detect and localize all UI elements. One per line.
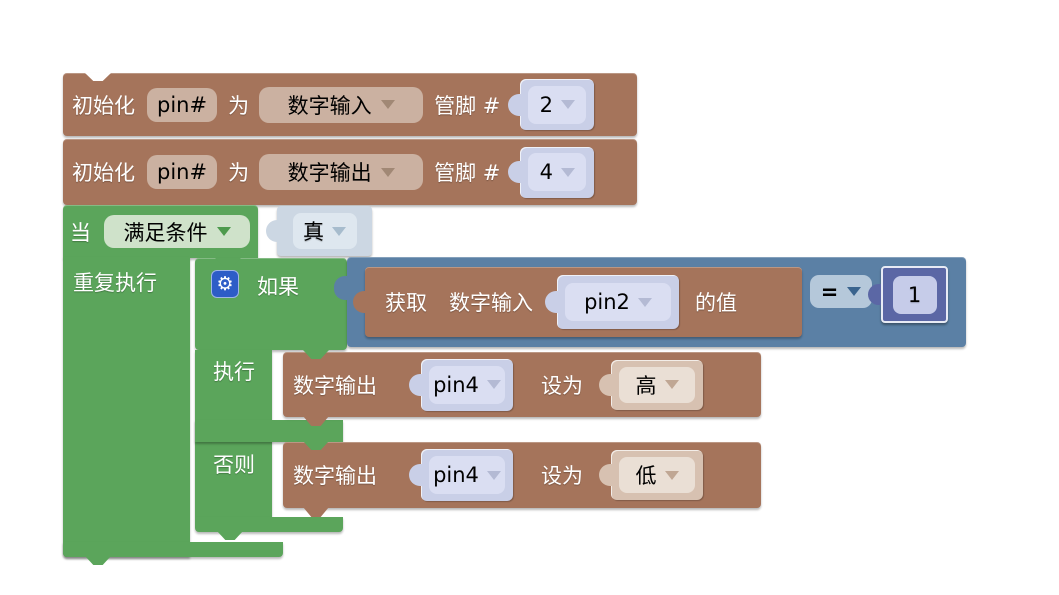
condition-dropdown[interactable]: 满足条件 [104, 215, 250, 248]
pin-number-value: 4 [539, 160, 554, 184]
number-one-block[interactable]: 1 [868, 266, 948, 323]
dropdown-triangle-icon [380, 100, 395, 109]
set-output-low-block[interactable]: 数字输出 pin4 设为 低 [283, 442, 761, 508]
init-digital-input-block[interactable]: 初始化 pin# 为 数字输入 管脚 # 2 [63, 73, 637, 136]
level-value: 低 [635, 464, 657, 488]
get-label: 获取 [385, 291, 427, 315]
mode-label: 数字输出 [293, 373, 377, 398]
pin-number-shadow-block[interactable]: 2 [520, 79, 595, 130]
pin-number-value: 2 [539, 92, 554, 117]
dropdown-triangle-icon [486, 380, 501, 389]
repeat-block-bottom-edge [63, 542, 283, 557]
left-socket-tab [353, 291, 366, 313]
left-socket-tab [334, 276, 348, 300]
init-label: 初始化 [72, 93, 135, 118]
dropdown-triangle-icon [664, 470, 679, 480]
pin-label: 管脚 # [434, 161, 501, 185]
pin-variable-value: pin4 [433, 372, 479, 397]
variable-field[interactable]: pin# [147, 87, 218, 122]
dropdown-triangle-icon [216, 227, 231, 236]
dropdown-triangle-icon [847, 287, 862, 296]
repeat-block-left-column[interactable] [63, 257, 190, 557]
level-shadow-block[interactable]: 高 [611, 359, 703, 410]
repeat-label: 重复执行 [73, 271, 157, 295]
else-label: 否则 [213, 453, 255, 477]
statement-tab [303, 350, 329, 359]
variable-field[interactable]: pin# [147, 155, 218, 189]
do-label: 执行 [213, 360, 255, 384]
mode-label: 数字输入 [449, 291, 533, 315]
top-notch [85, 73, 111, 81]
mode-dropdown[interactable]: 数字输入 [259, 86, 424, 123]
init-digital-output-block[interactable]: 初始化 pin# 为 数字输出 管脚 # 4 [63, 139, 637, 205]
mode-dropdown[interactable]: 数字输出 [259, 154, 424, 190]
bottom-tab [303, 507, 329, 517]
gear-icon[interactable] [211, 270, 239, 298]
bottom-tab [303, 416, 329, 426]
set-label: 设为 [541, 464, 583, 488]
get-digital-input-block[interactable]: 获取 数字输入 pin2 的值 [353, 267, 802, 337]
dropdown-triangle-icon [486, 470, 501, 480]
if-block-header[interactable]: 如果 [195, 258, 347, 350]
dropdown-triangle-icon [664, 380, 679, 389]
as-label: 为 [228, 161, 250, 185]
when-repeat-block-header[interactable]: 当 满足条件 [63, 205, 258, 258]
statement-tab [215, 258, 241, 266]
pin-variable-shadow-block[interactable]: pin4 [421, 449, 513, 501]
as-label: 为 [228, 93, 250, 118]
pin-label: 管脚 # [434, 93, 501, 118]
when-label: 当 [70, 220, 91, 245]
if-block-bottom-edge [195, 517, 343, 532]
left-socket-tab [868, 284, 881, 305]
dropdown-triangle-icon [561, 100, 576, 109]
set-label: 设为 [541, 373, 583, 398]
operator-dropdown[interactable]: = [810, 275, 872, 308]
mode-label: 数字输出 [293, 464, 377, 488]
boolean-value: 真 [303, 220, 324, 244]
pin-variable-value: pin2 [584, 290, 630, 314]
pin-variable-shadow-block[interactable]: pin4 [421, 358, 513, 411]
dropdown-triangle-icon [637, 297, 652, 307]
pin-number-shadow-block[interactable]: 4 [520, 146, 595, 198]
level-shadow-block[interactable]: 低 [611, 450, 703, 500]
bottom-tab [217, 531, 243, 540]
set-output-high-block[interactable]: 数字输出 pin4 设为 高 [283, 352, 761, 417]
level-value: 高 [635, 373, 657, 398]
compare-block[interactable]: 获取 数字输入 pin2 的值 = 1 [334, 257, 966, 347]
dropdown-triangle-icon [332, 226, 346, 236]
bottom-tab [85, 556, 111, 565]
init-label: 初始化 [72, 161, 135, 185]
number-value: 1 [907, 282, 922, 307]
pin-variable-value: pin4 [433, 463, 479, 487]
if-block-else-edge [195, 420, 343, 442]
dropdown-triangle-icon [380, 167, 395, 177]
pin-variable-shadow-block[interactable]: pin2 [557, 275, 679, 329]
value-suffix-label: 的值 [695, 291, 737, 315]
left-socket-tab [266, 220, 279, 242]
boolean-true-shadow-block[interactable]: 真 [266, 206, 372, 256]
if-label: 如果 [257, 275, 299, 299]
statement-tab [303, 441, 329, 450]
dropdown-triangle-icon [561, 167, 576, 177]
